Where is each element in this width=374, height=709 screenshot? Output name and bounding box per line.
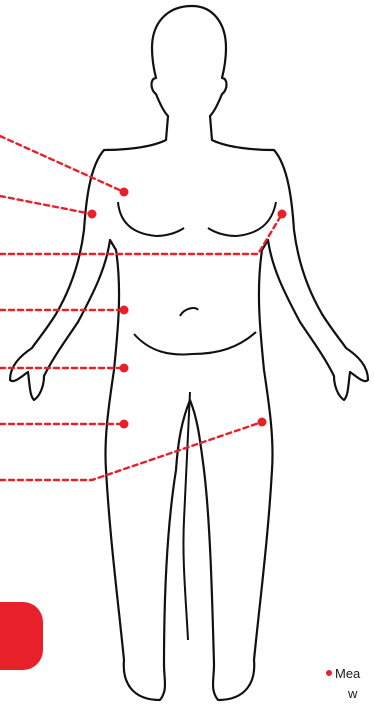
leader-line-2 [0, 196, 92, 214]
measurement-point-marker-icon [258, 418, 267, 427]
leader-line-7 [0, 422, 262, 480]
measurement-point-marker-icon [120, 420, 129, 429]
measurement-point-marker-icon [120, 188, 129, 197]
chest-line-right [208, 202, 276, 236]
leader-line-1 [0, 136, 124, 192]
leader-line-3 [0, 214, 282, 254]
chest-line-left [118, 202, 184, 236]
footnote-line-2: w [326, 684, 374, 704]
measurement-point-marker-icon [88, 210, 97, 219]
leg-divider [183, 392, 190, 640]
measurement-point-marker-icon [278, 210, 287, 219]
measurement-point-marker-icon [120, 306, 129, 315]
bullet-dot-icon [326, 670, 332, 676]
footnote-line-1: Mea [335, 666, 360, 681]
body-outline [10, 6, 368, 700]
belly-line [134, 332, 256, 354]
red-tab-button[interactable] [0, 602, 43, 670]
navel [180, 308, 198, 316]
measurement-point-marker-icon [120, 364, 129, 373]
footnote: Mea w [326, 664, 374, 704]
